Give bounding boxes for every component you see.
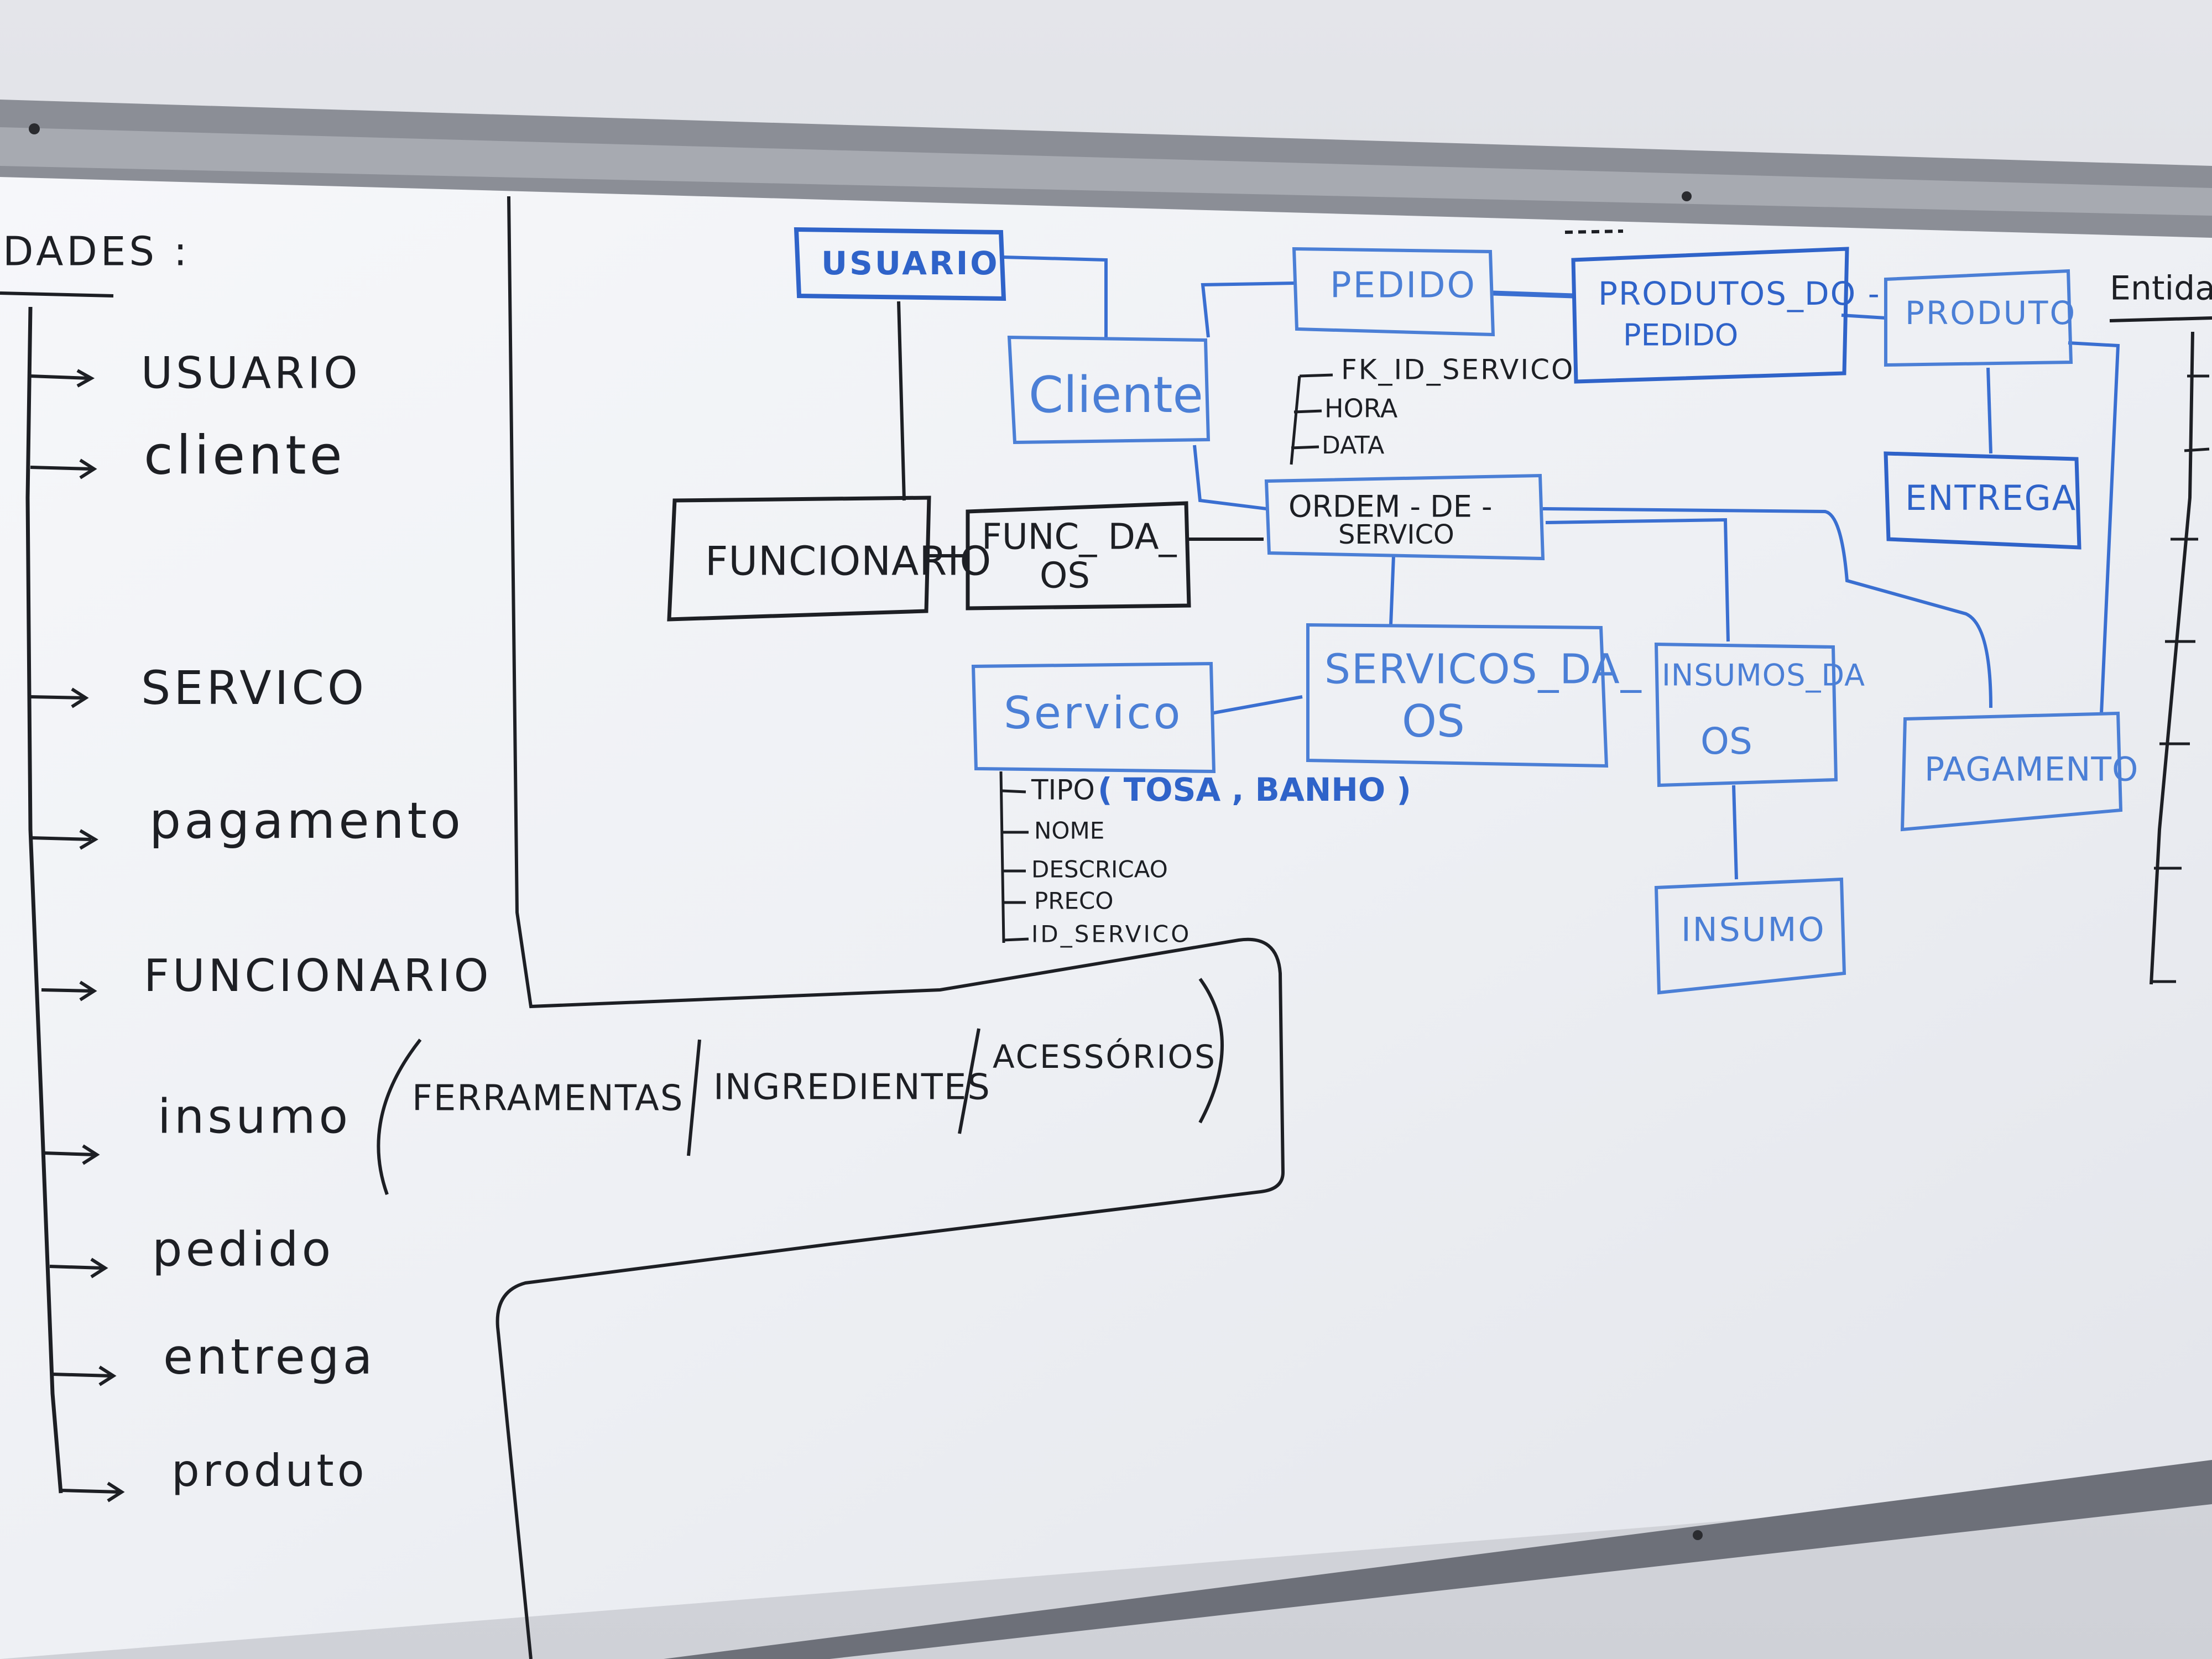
insumo-note: FERRAMENTAS INGREDIENTES ACESSÓRIOS	[377, 978, 1224, 1196]
right-edge-list: Entidad	[2109, 269, 2212, 985]
svg-text:INSUMOS_DA: INSUMOS_DA	[1662, 658, 1865, 693]
ordem-attribute: HORA	[1324, 394, 1398, 424]
frame-screw	[29, 123, 40, 134]
list-item: entrega	[52, 1328, 376, 1386]
svg-text:USUARIO: USUARIO	[821, 244, 1000, 282]
servico-attributes	[999, 771, 1029, 943]
svg-text:SERVICOS_DA_: SERVICOS_DA_	[1324, 646, 1642, 693]
frame-screw	[1693, 1530, 1703, 1540]
svg-text:entrega: entrega	[163, 1328, 376, 1385]
svg-text:INGREDIENTES: INGREDIENTES	[713, 1067, 991, 1108]
svg-text:ENTREGA: ENTREGA	[1905, 478, 2077, 518]
svg-text:cliente: cliente	[144, 424, 346, 486]
svg-text:PRODUTOS_DO -: PRODUTOS_DO -	[1598, 275, 1881, 312]
svg-text:OS: OS	[1700, 720, 1752, 763]
entity-box-pagamento: PAGAMENTO	[1900, 711, 2138, 832]
servico-tipo-values: ( TOSA , BANHO )	[1098, 771, 1411, 808]
entity-box-usuario: USUARIO	[794, 227, 1006, 301]
svg-text:PRODUTO: PRODUTO	[1905, 294, 2077, 332]
svg-text:pagamento: pagamento	[149, 792, 464, 850]
servico-attribute: ID_SERVICO	[1031, 921, 1191, 948]
svg-text:PEDIDO: PEDIDO	[1623, 318, 1738, 353]
ordem-attribute: FK_ID_SERVICO	[1341, 354, 1574, 386]
entity-box-servico: Servico	[971, 661, 1216, 774]
entity-box-produto: PRODUTO	[1884, 269, 2077, 367]
entity-box-funcionario: FUNCIONARIO	[667, 495, 992, 622]
ordem-de-servico-label: SERVICO	[1338, 519, 1454, 550]
list-heading: DADES :	[3, 228, 190, 275]
svg-text:USUARIO: USUARIO	[141, 348, 361, 398]
servico-attribute: PRECO	[1034, 888, 1113, 915]
entity-box-insumos-da-os: INSUMOS_DA OS	[1654, 642, 1865, 787]
entity-box-entrega: ENTREGA	[1884, 451, 2081, 550]
svg-text:PEDIDO: PEDIDO	[1330, 265, 1477, 306]
svg-text:INSUMO: INSUMO	[1681, 911, 1826, 950]
servico-attribute: NOME	[1034, 817, 1104, 844]
svg-text:OS: OS	[1402, 696, 1465, 747]
svg-text:insumo: insumo	[158, 1089, 351, 1144]
entity-box-cliente: Cliente	[1007, 335, 1211, 445]
list-item: produto	[60, 1445, 368, 1503]
svg-text:PAGAMENTO: PAGAMENTO	[1924, 750, 2138, 789]
entity-box-insumo: INSUMO	[1654, 877, 1846, 995]
svg-text:FUNCIONARIO: FUNCIONARIO	[705, 538, 992, 585]
servico-attribute: TIPO	[1031, 774, 1095, 806]
entity-list: DADES : USUARIO cliente SERVICO pagament…	[0, 228, 1224, 1503]
diagram-black: FUNCIONARIO FUNC_ DA_ OS ORDEM - DE - SE…	[667, 301, 1574, 948]
ordem-attributes	[1290, 373, 1333, 465]
region-outline	[495, 196, 1285, 1659]
diagram-blue	[1003, 255, 2120, 880]
entity-box-produtos-do-pedido: PRODUTOS_DO - PEDIDO	[1571, 247, 1881, 384]
entity-box-pedido: PEDIDO	[1292, 247, 1495, 337]
list-item: FUNCIONARIO	[41, 950, 492, 1001]
svg-text:OS: OS	[1040, 556, 1090, 597]
list-item: USUARIO	[30, 348, 361, 398]
right-list-heading: Entidad	[2110, 269, 2212, 308]
diagram-blue-boxes: USUARIO Cliente PEDIDO PRODUTOS_DO - PED…	[794, 227, 2138, 995]
svg-text:SERVICO: SERVICO	[141, 661, 367, 715]
board-bottom-frame	[0, 1460, 2212, 1659]
list-item: pedido	[49, 1222, 334, 1279]
list-item: cliente	[30, 424, 346, 486]
list-item: SERVICO	[30, 661, 367, 715]
entity-box-func-da-os: FUNC_ DA_ OS	[966, 501, 1191, 611]
svg-text:FUNC_ DA_: FUNC_ DA_	[982, 517, 1177, 558]
list-item: insumo	[44, 1089, 351, 1165]
servico-attribute: DESCRICAO	[1031, 856, 1168, 883]
frame-screw	[1682, 191, 1692, 201]
svg-text:FERRAMENTAS: FERRAMENTAS	[412, 1078, 684, 1119]
list-item: pagamento	[30, 792, 464, 850]
svg-text:pedido: pedido	[152, 1222, 334, 1277]
svg-text:Cliente: Cliente	[1029, 366, 1203, 424]
ordem-attribute: DATA	[1322, 431, 1384, 460]
whiteboard-surface	[0, 177, 2212, 1659]
ordem-de-servico-label: ORDEM - DE -	[1288, 489, 1492, 524]
svg-text:Servico: Servico	[1004, 687, 1182, 739]
svg-text:produto: produto	[171, 1445, 368, 1496]
svg-text:FUNCIONARIO: FUNCIONARIO	[144, 950, 492, 1001]
svg-text:ACESSÓRIOS: ACESSÓRIOS	[993, 1037, 1217, 1076]
entity-box-servicos-da-os: SERVICOS_DA_ OS	[1306, 623, 1642, 768]
entity-box-ordem-de-servico	[1264, 473, 1545, 561]
